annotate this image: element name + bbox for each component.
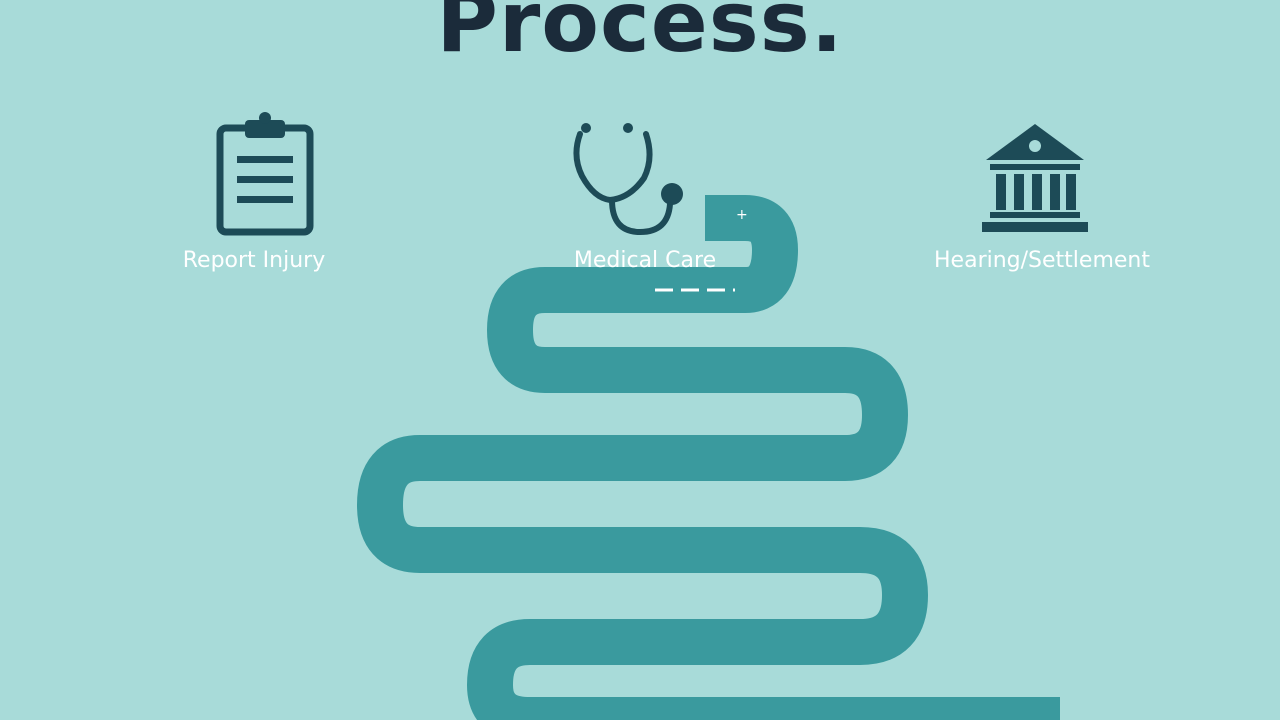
courthouse-icon [982,124,1088,232]
step-label-medical-care: Medical Care [573,248,717,273]
clipboard-icon [216,112,314,236]
step-label-hearing-settlement: Hearing/Settlement [934,248,1150,273]
step-label-report-injury: Report Injury [182,248,326,273]
stethoscope-icon [573,123,683,236]
page-title: Process. [436,0,844,71]
svg-text:+: + [736,207,748,223]
